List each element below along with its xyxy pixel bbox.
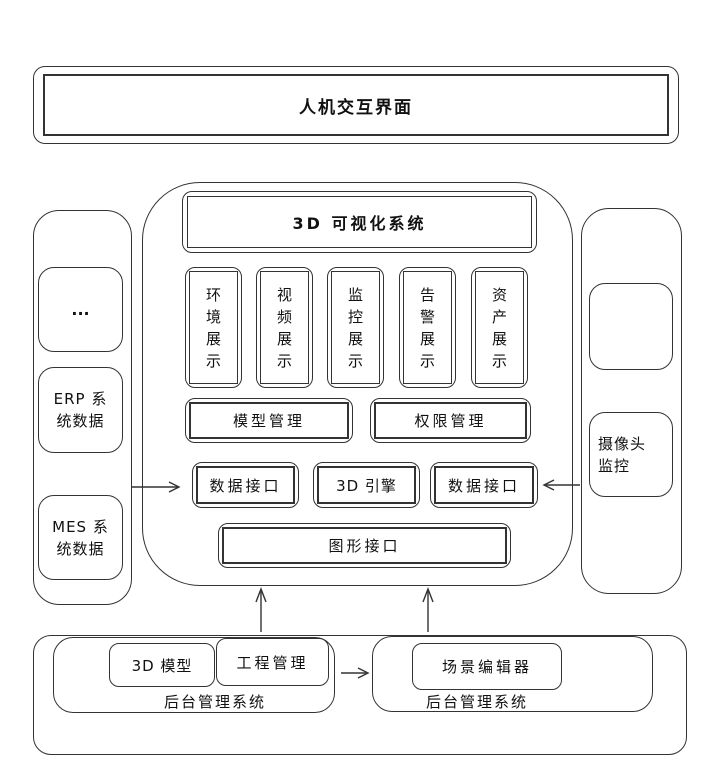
model-3d-box: 3D 模型 — [109, 643, 215, 687]
left-panel-mes-label: MES 系 统数据 — [52, 517, 109, 558]
display-label-video: 视频展示 — [276, 285, 292, 370]
left-panel-more-box: ... — [38, 267, 123, 352]
top-banner-label: 人机交互界面 — [299, 97, 413, 118]
inner-frame: 模型管理 — [189, 402, 349, 439]
model-3d-label: 3D 模型 — [131, 656, 193, 675]
right-panel-empty-box — [589, 283, 673, 370]
viz-title-box: 3D 可视化系统 — [182, 191, 537, 253]
right-panel-camera-box: 摄像头 监控 — [589, 412, 673, 497]
inner-frame: 资产展示 — [475, 271, 524, 384]
top-banner: 人机交互界面 — [33, 66, 679, 144]
left-panel-erp-box: ERP 系 统数据 — [38, 367, 123, 453]
permission-management-box: 权限管理 — [370, 398, 531, 443]
display-label-environment: 环境展示 — [205, 285, 221, 370]
graphics-interface-box: 图形接口 — [218, 523, 511, 568]
left-panel-more-label: ... — [71, 300, 90, 319]
backend-left-label: 后台管理系统 — [163, 693, 266, 711]
inner-frame: 视频展示 — [260, 271, 309, 384]
display-box-alarm: 告警展示 — [399, 267, 456, 388]
inner-frame: 数据接口 — [196, 466, 295, 504]
arrow-backend-right-up — [422, 587, 434, 632]
graphics-interface-label: 图形接口 — [328, 537, 401, 555]
left-panel-mes-box: MES 系 统数据 — [38, 495, 123, 580]
scene-editor-box: 场景编辑器 — [412, 643, 562, 690]
inner-frame: 图形接口 — [222, 527, 507, 564]
inner-frame: 人机交互界面 — [43, 74, 669, 136]
permission-management-label: 权限管理 — [414, 412, 487, 430]
display-label-alarm: 告警展示 — [419, 285, 435, 370]
arrow-backend-left-up — [255, 587, 267, 632]
inner-frame: 环境展示 — [189, 271, 238, 384]
data-interface-left-box: 数据接口 — [192, 462, 299, 508]
display-box-environment: 环境展示 — [185, 267, 242, 388]
model-management-label: 模型管理 — [232, 412, 305, 430]
right-panel-camera-label: 摄像头 监控 — [598, 434, 647, 475]
engine-3d-box: 3D 引擎 — [313, 462, 420, 508]
display-box-monitor: 监控展示 — [327, 267, 384, 388]
scene-editor-label: 场景编辑器 — [441, 658, 532, 676]
backend-right-label: 后台管理系统 — [425, 693, 528, 711]
inner-frame: 数据接口 — [434, 466, 534, 504]
display-label-monitor: 监控展示 — [347, 285, 363, 370]
display-box-video: 视频展示 — [256, 267, 313, 388]
inner-frame: 权限管理 — [374, 402, 527, 439]
display-box-asset: 资产展示 — [471, 267, 528, 388]
display-label-asset: 资产展示 — [491, 285, 507, 370]
project-management-label: 工程管理 — [236, 653, 309, 672]
viz-title-label: 3D 可视化系统 — [292, 214, 427, 233]
data-interface-right-box: 数据接口 — [430, 462, 538, 508]
inner-frame: 告警展示 — [403, 271, 452, 384]
data-interface-left-label: 数据接口 — [209, 476, 282, 495]
inner-frame: 3D 可视化系统 — [187, 196, 532, 248]
inner-frame: 监控展示 — [331, 271, 380, 384]
left-panel-erp-label: ERP 系 统数据 — [53, 390, 108, 430]
inner-frame: 3D 引擎 — [317, 466, 416, 504]
model-management-box: 模型管理 — [185, 398, 353, 443]
right-panel — [581, 208, 682, 594]
project-management-box: 工程管理 — [216, 638, 329, 686]
data-interface-right-label: 数据接口 — [447, 476, 520, 495]
engine-3d-label: 3D 引擎 — [336, 476, 397, 495]
